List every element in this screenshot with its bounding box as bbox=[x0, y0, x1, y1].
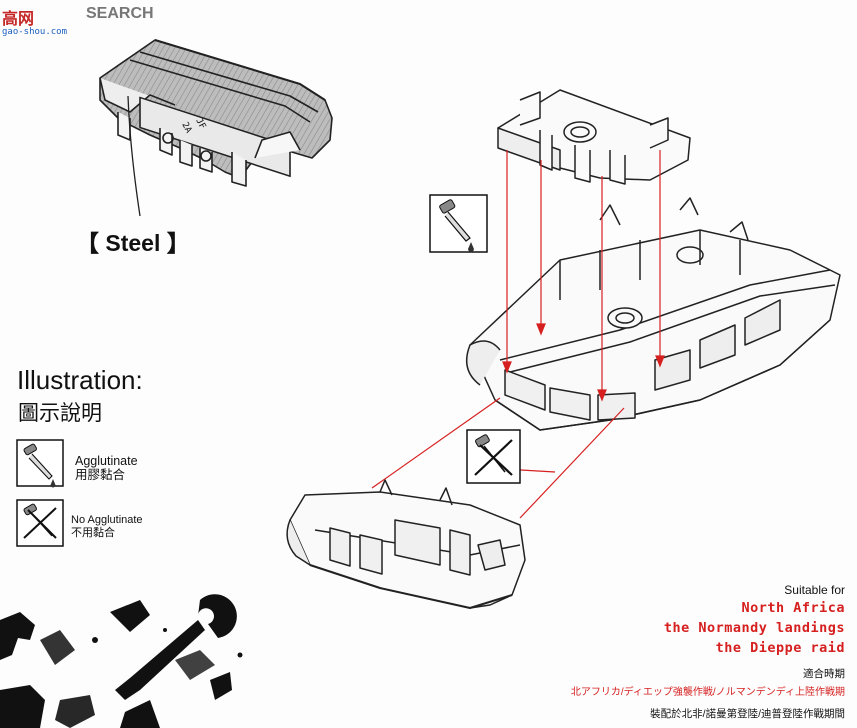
location-north-africa: North Africa bbox=[741, 600, 845, 616]
legend-label-cn: 用膠黏合 bbox=[75, 468, 126, 482]
suitable-heading-cn: 適合時期 bbox=[803, 668, 845, 680]
wrench-graphic bbox=[0, 594, 243, 728]
watermark-search: SEARCH bbox=[86, 5, 154, 22]
track-link-top bbox=[497, 89, 691, 185]
legend-title: Illustration: bbox=[17, 365, 143, 395]
watermark-domain: gao-shou.com bbox=[2, 27, 68, 37]
steel-track-link bbox=[99, 39, 333, 187]
legend-glue-icon bbox=[16, 439, 64, 488]
watermark-logo: 高网 bbox=[2, 11, 35, 28]
locations-jp: 北アフリカ/ディエップ強襲作戦/ノルマンデンディ上陸作戦期 bbox=[570, 687, 845, 698]
legend-no-glue-icon bbox=[16, 499, 64, 547]
leader-line bbox=[127, 95, 141, 217]
no-glue-indicator bbox=[466, 429, 521, 484]
location-dieppe: the Dieppe raid bbox=[715, 640, 845, 656]
suitable-heading: Suitable for bbox=[784, 583, 845, 597]
material-label: 【 Steel 】 bbox=[76, 230, 190, 256]
guide-lines bbox=[371, 150, 665, 519]
legend-label: No Agglutinate bbox=[71, 514, 143, 526]
legend-item-no-agglutinate: No Agglutinate 不用黏合 bbox=[71, 514, 143, 540]
track-assembly bbox=[465, 197, 841, 431]
legend-label: Agglutinate bbox=[75, 454, 138, 468]
part-number: 2A bbox=[179, 121, 193, 136]
location-normandy: the Normandy landings bbox=[663, 620, 845, 636]
track-link-bottom bbox=[286, 479, 526, 609]
locations-cn: 裝配於北非/諾曼第登陸/迪普登陸作戰期間 bbox=[650, 708, 845, 720]
part-stamp: JF bbox=[193, 117, 207, 131]
legend-title-cn: 圖示說明 bbox=[18, 402, 102, 425]
glue-indicator bbox=[429, 194, 488, 253]
legend-item-agglutinate: Agglutinate 用膠黏合 bbox=[75, 454, 138, 482]
legend-label-cn: 不用黏合 bbox=[71, 527, 115, 539]
